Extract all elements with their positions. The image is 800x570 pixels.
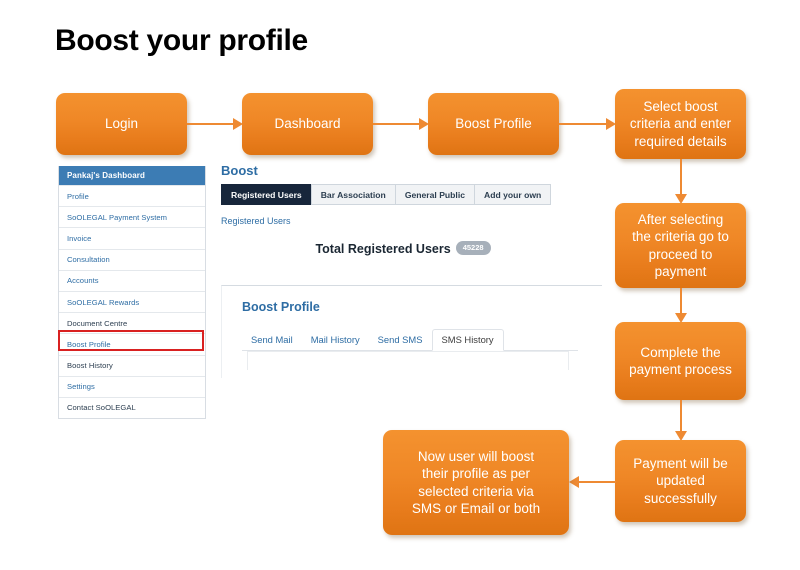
total-registered-users-badge: 45228 [455, 240, 491, 255]
flow-box-payment-updated-line3: successfully [644, 490, 717, 506]
sidebar-item-contact[interactable]: Contact SoOLEGAL [59, 396, 205, 418]
flow-box-login-label: Login [104, 116, 139, 132]
sidebar-item-invoice[interactable]: Invoice [59, 227, 205, 248]
flow-box-now-user-boost-line3: selected criteria via [418, 483, 534, 499]
flow-box-dashboard-label: Dashboard [274, 116, 341, 132]
flow-box-after-selecting-line1: After selecting [637, 211, 724, 227]
sidebar-item-consultation[interactable]: Consultation [59, 248, 205, 270]
arrow-shaft [578, 481, 616, 483]
flow-box-login: Login [56, 93, 187, 155]
flow-box-complete-payment: Complete the payment process [615, 322, 746, 400]
arrow-payment-updated-to-now-user [569, 475, 616, 489]
arrow-head-down-icon [675, 431, 687, 441]
flow-box-after-selecting-line3: proceed to [648, 246, 713, 262]
arrow-shaft [680, 159, 682, 195]
flow-box-payment-updated: Payment will be updated successfully [615, 440, 746, 522]
total-registered-users-row: Total Registered Users 45228 [221, 240, 601, 258]
flow-box-now-user-boost-line2: their profile as per [421, 466, 531, 482]
flow-box-now-user-boost-line4: SMS or Email or both [411, 500, 541, 516]
arrow-shaft [680, 400, 682, 432]
arrow-head-right-icon [233, 118, 243, 130]
arrow-head-left-icon [569, 476, 579, 488]
embedded-app-screenshot: Pankaj's Dashboard Profile SoOLEGAL Paym… [58, 163, 602, 420]
sidebar-item-document-centre[interactable]: Document Centre [59, 312, 205, 333]
sidebar-item-payment-system[interactable]: SoOLEGAL Payment System [59, 206, 205, 227]
arrow-shaft [559, 123, 607, 125]
boost-tabs: Registered Users Bar Association General… [221, 184, 601, 205]
flow-box-now-user-boost: Now user will boost their profile as per… [383, 430, 569, 535]
total-registered-users-label: Total Registered Users [315, 242, 451, 256]
tab-send-mail[interactable]: Send Mail [251, 334, 293, 345]
arrow-shaft [680, 288, 682, 314]
flow-box-select-criteria-line3: required details [634, 133, 727, 149]
flow-box-payment-updated-line2: updated [656, 473, 705, 489]
sidebar-header-dashboard: Pankaj's Dashboard [59, 166, 205, 185]
arrow-shaft [373, 123, 420, 125]
flow-box-boost-profile: Boost Profile [428, 93, 559, 155]
sidebar-item-boost-profile[interactable]: Boost Profile [59, 333, 205, 354]
arrow-criteria-to-after-selecting [674, 159, 688, 204]
boost-profile-card: Boost Profile Send Mail Mail History Sen… [221, 285, 602, 378]
arrow-head-down-icon [675, 194, 687, 204]
arrow-head-right-icon [419, 118, 429, 130]
arrow-shaft [187, 123, 234, 125]
flow-box-select-criteria-line1: Select boost [643, 99, 718, 115]
sidebar-item-boost-history[interactable]: Boost History [59, 354, 205, 376]
app-main-content: Boost Registered Users Bar Association G… [221, 163, 601, 258]
tab-general-public[interactable]: General Public [394, 184, 474, 205]
flow-box-dashboard: Dashboard [242, 93, 373, 155]
tab-send-sms[interactable]: Send SMS [377, 334, 423, 345]
arrow-head-down-icon [675, 313, 687, 323]
arrow-head-right-icon [606, 118, 616, 130]
sidebar-item-rewards[interactable]: SoOLEGAL Rewards [59, 290, 205, 312]
flow-box-complete-payment-line2: payment process [629, 362, 732, 377]
arrow-boost-profile-to-criteria [559, 117, 616, 131]
tab-add-your-own[interactable]: Add your own [474, 184, 552, 205]
tab-mail-history[interactable]: Mail History [310, 334, 360, 345]
tab-bar-association[interactable]: Bar Association [310, 184, 395, 205]
boost-profile-tabs: Send Mail Mail History Send SMS SMS Hist… [242, 328, 578, 351]
flow-box-now-user-boost-line1: Now user will boost [417, 448, 535, 464]
arrow-after-selecting-to-complete-payment [674, 288, 688, 323]
arrow-login-to-dashboard [187, 117, 243, 131]
flow-box-after-selecting: After selecting the criteria go to proce… [615, 203, 746, 288]
sidebar-item-profile[interactable]: Profile [59, 185, 205, 206]
tab-sms-history[interactable]: SMS History [431, 329, 504, 351]
flow-box-select-criteria: Select boost criteria and enter required… [615, 89, 746, 159]
boost-profile-card-title: Boost Profile [242, 300, 320, 314]
flow-box-after-selecting-line2: the criteria go to [632, 229, 729, 245]
flow-box-boost-profile-label: Boost Profile [455, 116, 532, 132]
arrow-complete-payment-to-payment-updated [674, 400, 688, 441]
tab-registered-users[interactable]: Registered Users [221, 184, 311, 205]
registered-users-sublabel: Registered Users [221, 216, 291, 226]
boost-section-heading: Boost [221, 163, 258, 178]
sidebar-item-accounts[interactable]: Accounts [59, 269, 205, 291]
arrow-dashboard-to-boost-profile [373, 117, 429, 131]
flow-box-after-selecting-line4: payment [654, 263, 707, 279]
flow-box-complete-payment-line1: Complete the [640, 344, 721, 360]
boost-profile-tab-panel [247, 351, 569, 370]
flow-box-payment-updated-line1: Payment will be [633, 456, 728, 472]
app-sidebar: Pankaj's Dashboard Profile SoOLEGAL Paym… [58, 166, 206, 420]
flow-box-select-criteria-line2: criteria and enter [629, 116, 732, 132]
page-title: Boost your profile [55, 24, 308, 57]
sidebar-item-settings[interactable]: Settings [59, 375, 205, 397]
